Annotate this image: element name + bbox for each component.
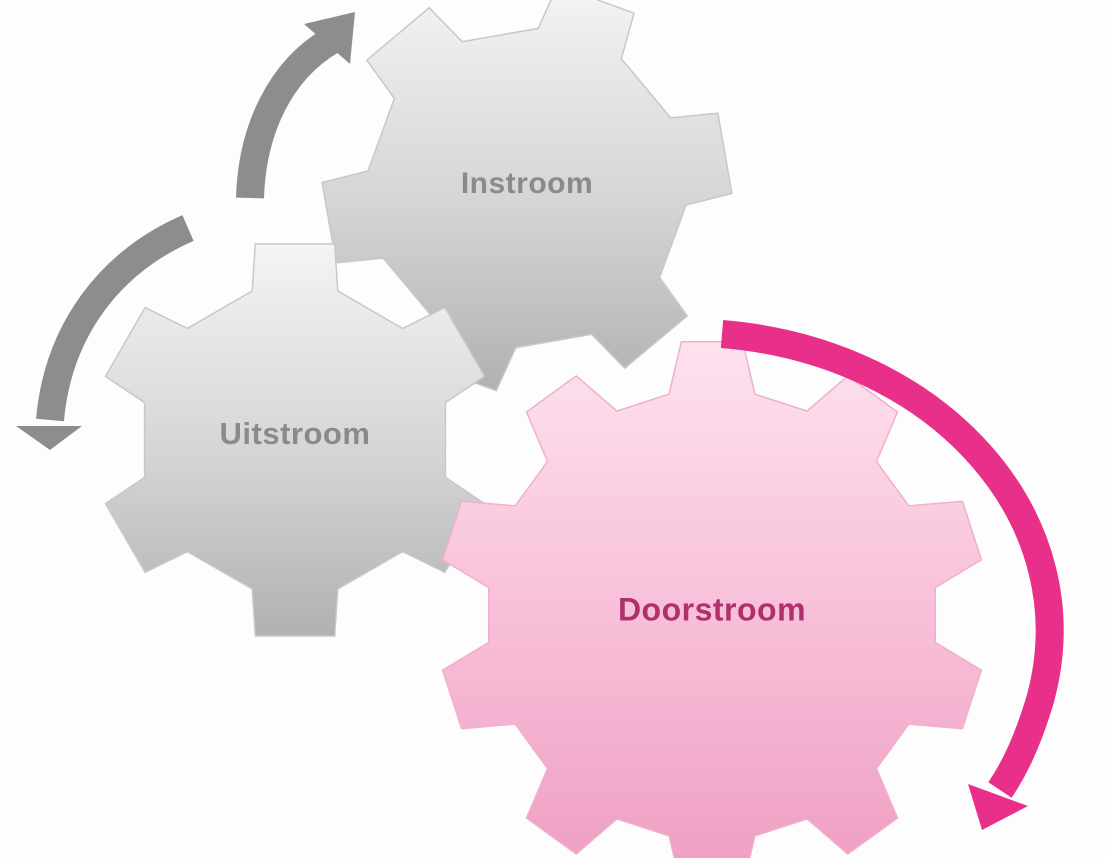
- gear-instroom-icon: [321, 0, 733, 392]
- gear-label-uitstroom: Uitstroom: [220, 416, 371, 451]
- gear-doorstroom-icon: [441, 340, 983, 858]
- arrow-uitstroom-icon: [36, 215, 194, 422]
- arrow-doorstroom-icon: [720, 320, 1064, 798]
- arrow-uitstroom-head-icon: [16, 426, 82, 450]
- arrow-doorstroom-head-icon: [968, 784, 1028, 830]
- arrow-instroom-icon: [236, 27, 340, 199]
- gear-label-doorstroom: Doorstroom: [618, 591, 806, 627]
- arrow-instroom-head-icon: [304, 12, 355, 64]
- gear-label-instroom: Instroom: [461, 167, 593, 200]
- gear-uitstroom-icon: [104, 243, 486, 637]
